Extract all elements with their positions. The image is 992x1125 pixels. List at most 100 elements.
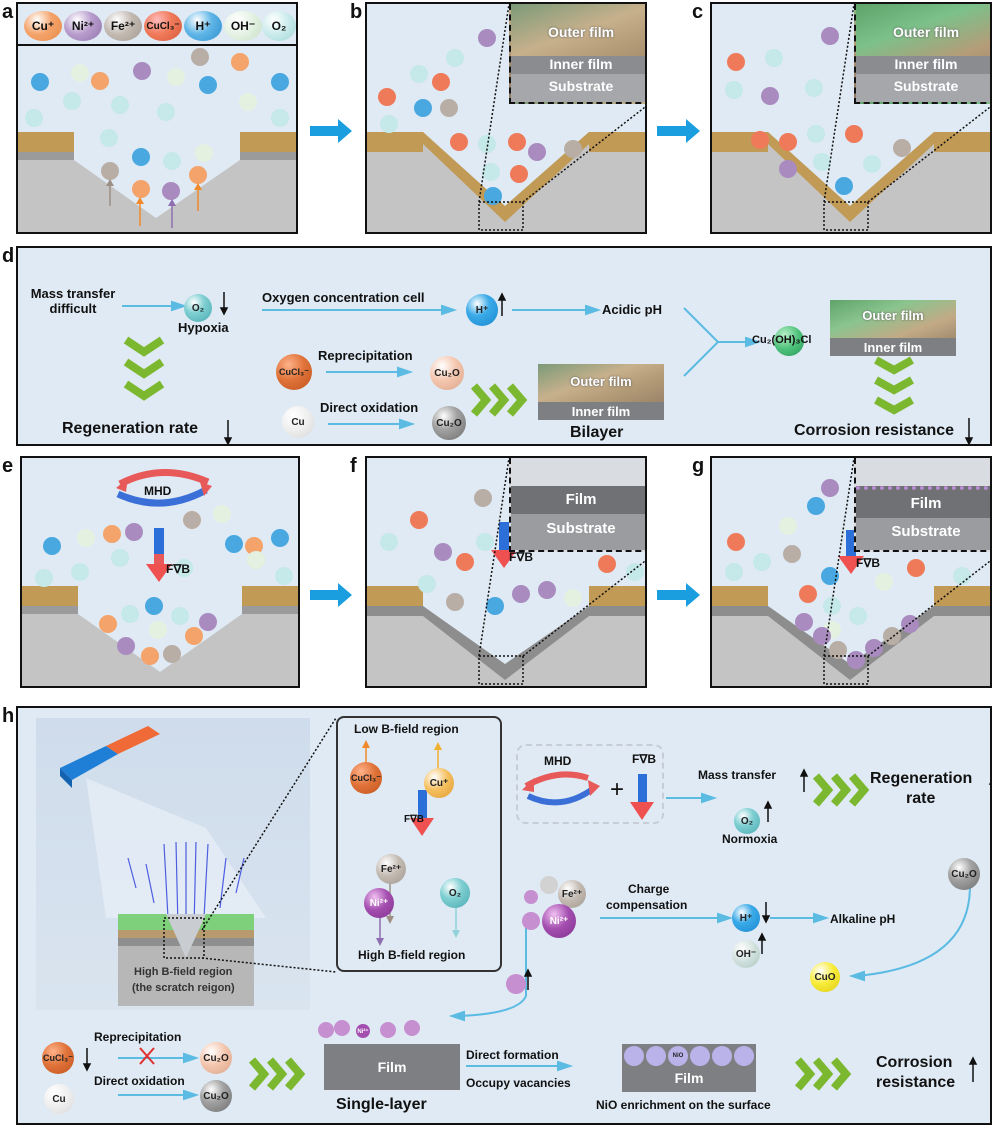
plus-sign: + (610, 776, 625, 803)
inner-film-layer: Inner film (856, 56, 990, 74)
arrow-b-to-c (657, 119, 700, 143)
field-line-arrows (127, 841, 245, 936)
film-inset-g: Film Substrate (854, 458, 990, 552)
cucl-ion: CuCl₃⁻ (350, 762, 382, 794)
corrosion-resistance-label: Corrosion resistance (794, 422, 955, 439)
panel-h: High B-field region (the scratch reigon)… (16, 706, 992, 1125)
regeneration-label-1: Regeneration (870, 770, 973, 787)
ion-particles (25, 48, 289, 200)
panel-label-g: g (692, 455, 705, 477)
panel-label-d: d (2, 245, 15, 267)
mhd-label: MHD (144, 484, 172, 498)
chevrons-regeneration (812, 773, 870, 807)
occupy-vacancies-label: Occupy vacancies (466, 1076, 571, 1090)
small-ni-ion (506, 974, 526, 994)
cu2oh3cl-ion (774, 326, 804, 356)
bilayer-film: Outer film Inner film (538, 364, 664, 420)
ni-ion-dot (334, 1020, 350, 1036)
outer-film-label: Outer film (862, 308, 924, 323)
small-ni-ion (522, 912, 540, 930)
magnet-scene: High B-field region (the scratch reigon) (36, 718, 310, 1010)
alkaline-ph-label: Alkaline pH (830, 912, 896, 926)
substrate-layer: Substrate (856, 74, 990, 102)
nio-dot (624, 1046, 644, 1066)
panel-label-h: h (2, 705, 15, 727)
corrosion-label-2: resistance (876, 1074, 956, 1091)
coating-left (18, 132, 74, 152)
direct-oxidation-label: Direct oxidation (320, 400, 419, 415)
flow-arrows-h (82, 768, 990, 1101)
legend-fe: Fe²⁺ (104, 11, 142, 41)
ni-ion-dot (380, 1022, 396, 1038)
legend-cu-plus: Cu⁺ (24, 11, 62, 41)
cucl-ion: CuCl₃⁻ (276, 354, 312, 390)
corrosion-label-1: Corrosion (876, 1054, 953, 1071)
nio-film: NiO Film (622, 1044, 756, 1092)
o2-ion: O₂ (734, 808, 760, 834)
regeneration-label-2: rate (906, 790, 936, 807)
oxygen-cell-label: Oxygen concentration cell (262, 290, 425, 305)
scratch-scene-a (18, 132, 296, 232)
scratch-scene-f (367, 458, 645, 686)
nio-dot (690, 1046, 710, 1066)
arrow-f-to-g (657, 583, 700, 607)
single-layer-label: Single-layer (336, 1096, 427, 1113)
cu2o-ion-dark: Cu₂O (432, 406, 466, 440)
panel-label-c: c (692, 1, 704, 23)
cu2oh3cl-label: Cu₂(OH)₃Cl (752, 334, 812, 346)
mhd-swirl-icon (116, 469, 212, 507)
ni-ion-dot: Ni²⁺ (356, 1024, 370, 1038)
legend-oh: OH⁻ (224, 11, 262, 41)
high-b-label: High B-field region (358, 948, 466, 962)
mass-transfer-label: Mass transfer difficult (30, 286, 116, 316)
small-ni-ion (524, 890, 538, 904)
ni-ions-row: Ni²⁺ (318, 1020, 458, 1040)
hypoxia-label: Hypoxia (178, 320, 229, 335)
cu2o-ion-light: Cu₂O (430, 356, 464, 390)
force-label: F∇B (632, 752, 657, 766)
h-plus-ion: H⁺ (466, 294, 498, 326)
zoom-lines-h (201, 717, 337, 973)
ni-ion-dot (404, 1020, 420, 1036)
direct-oxidation-label: Direct oxidation (94, 1074, 185, 1088)
inner-film-layer: Inner film (830, 338, 956, 356)
mass-transfer-label: Mass transfer (698, 768, 777, 782)
direct-formation-label: Direct formation (466, 1048, 559, 1062)
fe-ion: Fe²⁺ (376, 854, 406, 884)
reprecipitation-label: Reprecipitation (318, 348, 413, 363)
substrate-edge-right (240, 152, 296, 160)
small-ion (540, 876, 558, 894)
outer-film-label: Outer film (892, 24, 960, 40)
force-arrow-icon (838, 530, 864, 574)
arrow-e-to-f (310, 583, 352, 607)
scratch-region-label-2: (the scratch reigon) (132, 982, 235, 994)
ion-legend: Cu⁺ Ni²⁺ Fe²⁺ CuCl₃⁻ H⁺ OH⁻ O₂ (18, 4, 296, 46)
panel-g: Film Substrate F∇B (710, 456, 992, 688)
low-b-label: Low B-field region (354, 722, 459, 736)
substrate (18, 160, 296, 232)
mhd-label: MHD (544, 754, 572, 768)
panel-d: Mass transfer difficult O₂ Hypoxia Oxyge… (16, 246, 992, 446)
substrate-layer: Substrate (511, 74, 645, 102)
substrate-layer: Substrate (856, 518, 990, 550)
scratch-scene-b (367, 4, 645, 232)
film-label: Film (674, 1070, 704, 1086)
o2-ion: O₂ (184, 294, 212, 322)
chevrons-single-layer (248, 1057, 306, 1091)
force-label: F∇B (404, 814, 425, 825)
coating-right (240, 132, 296, 152)
panel-e: MHD F∇B (20, 456, 300, 688)
force-arrow-icon (630, 774, 654, 820)
panel-b: Outer film Inner film Substrate (365, 2, 647, 234)
scratch-region-label-1: High B-field region (134, 966, 233, 978)
single-layer-film: Film (324, 1044, 460, 1090)
film-layer: Film (511, 486, 645, 514)
oh-minus-ion: OH⁻ (732, 940, 760, 968)
down-arrows (219, 292, 974, 444)
legend-cucl: CuCl₃⁻ (144, 11, 182, 41)
fe-ion: Fe²⁺ (558, 880, 586, 908)
cu-plus-ion: Cu⁺ (424, 768, 454, 798)
nio-enrichment-label: NiO enrichment on the surface (596, 1098, 771, 1112)
cu-ion: Cu (282, 406, 314, 438)
legend-h-plus: H⁺ (184, 11, 222, 41)
